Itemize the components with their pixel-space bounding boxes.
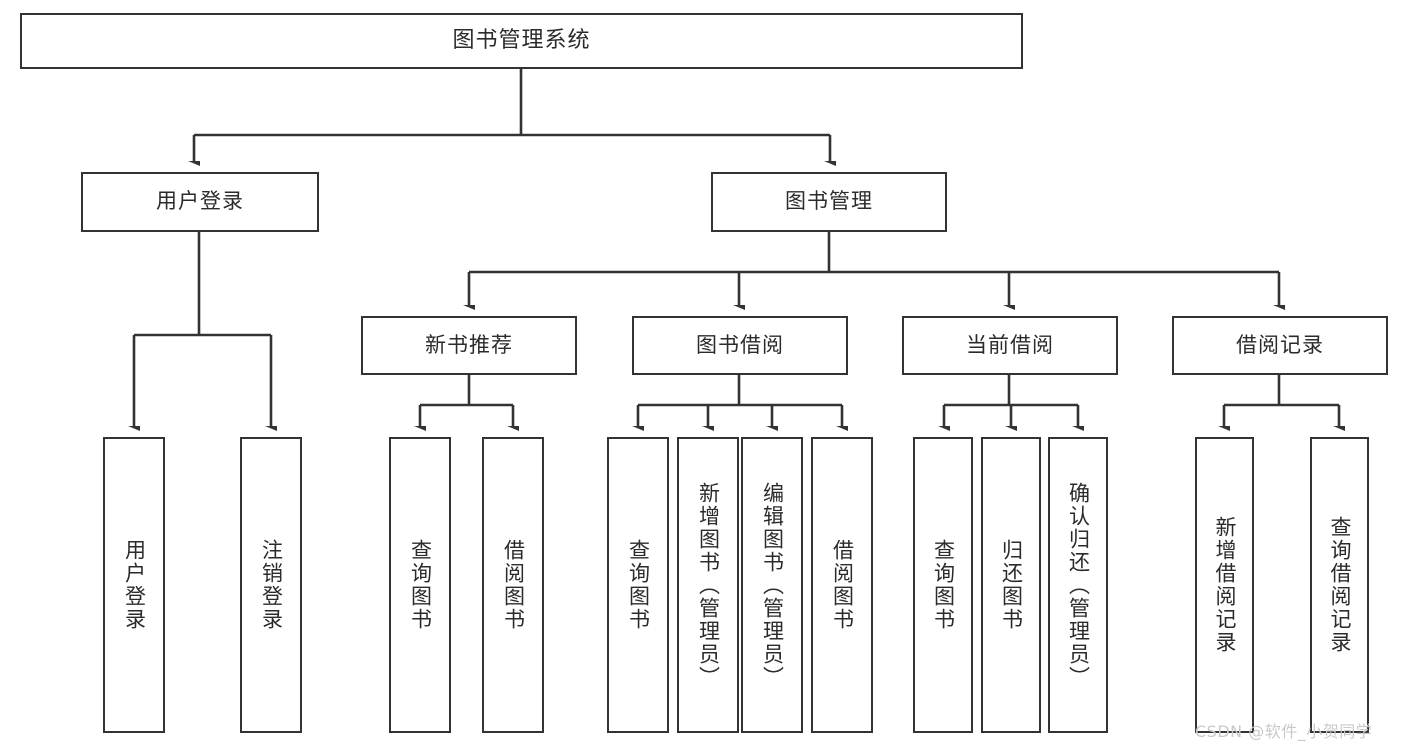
leaf-edit-book-admin[interactable]: 编辑图书（管理员） (741, 437, 803, 733)
leaf-query-borrow-record[interactable]: 查询借阅记录 (1310, 437, 1369, 733)
leaf-add-book-admin[interactable]: 新增图书（管理员） (677, 437, 739, 733)
node-root[interactable]: 图书管理系统 (20, 13, 1023, 69)
leaf-query-book-borrow[interactable]: 查询图书 (607, 437, 669, 733)
leaf-query-book-newbook[interactable]: 查询图书 (389, 437, 451, 733)
leaf-borrow-book[interactable]: 借阅图书 (811, 437, 873, 733)
leaf-add-borrow-record[interactable]: 新增借阅记录 (1195, 437, 1254, 733)
leaf-borrow-book-newbook[interactable]: 借阅图书 (482, 437, 544, 733)
leaf-confirm-return-admin[interactable]: 确认归还（管理员） (1048, 437, 1108, 733)
leaf-return-book[interactable]: 归还图书 (981, 437, 1041, 733)
node-new-book-recommend[interactable]: 新书推荐 (361, 316, 577, 375)
node-book-borrow[interactable]: 图书借阅 (632, 316, 848, 375)
leaf-logout[interactable]: 注销登录 (240, 437, 302, 733)
leaf-user-login[interactable]: 用户登录 (103, 437, 165, 733)
leaf-query-book-current[interactable]: 查询图书 (913, 437, 973, 733)
node-borrow-records[interactable]: 借阅记录 (1172, 316, 1388, 375)
node-current-borrow[interactable]: 当前借阅 (902, 316, 1118, 375)
node-book-management[interactable]: 图书管理 (711, 172, 947, 232)
node-user-login[interactable]: 用户登录 (81, 172, 319, 232)
watermark: CSDN @软件_小贺同学 (1195, 722, 1373, 741)
